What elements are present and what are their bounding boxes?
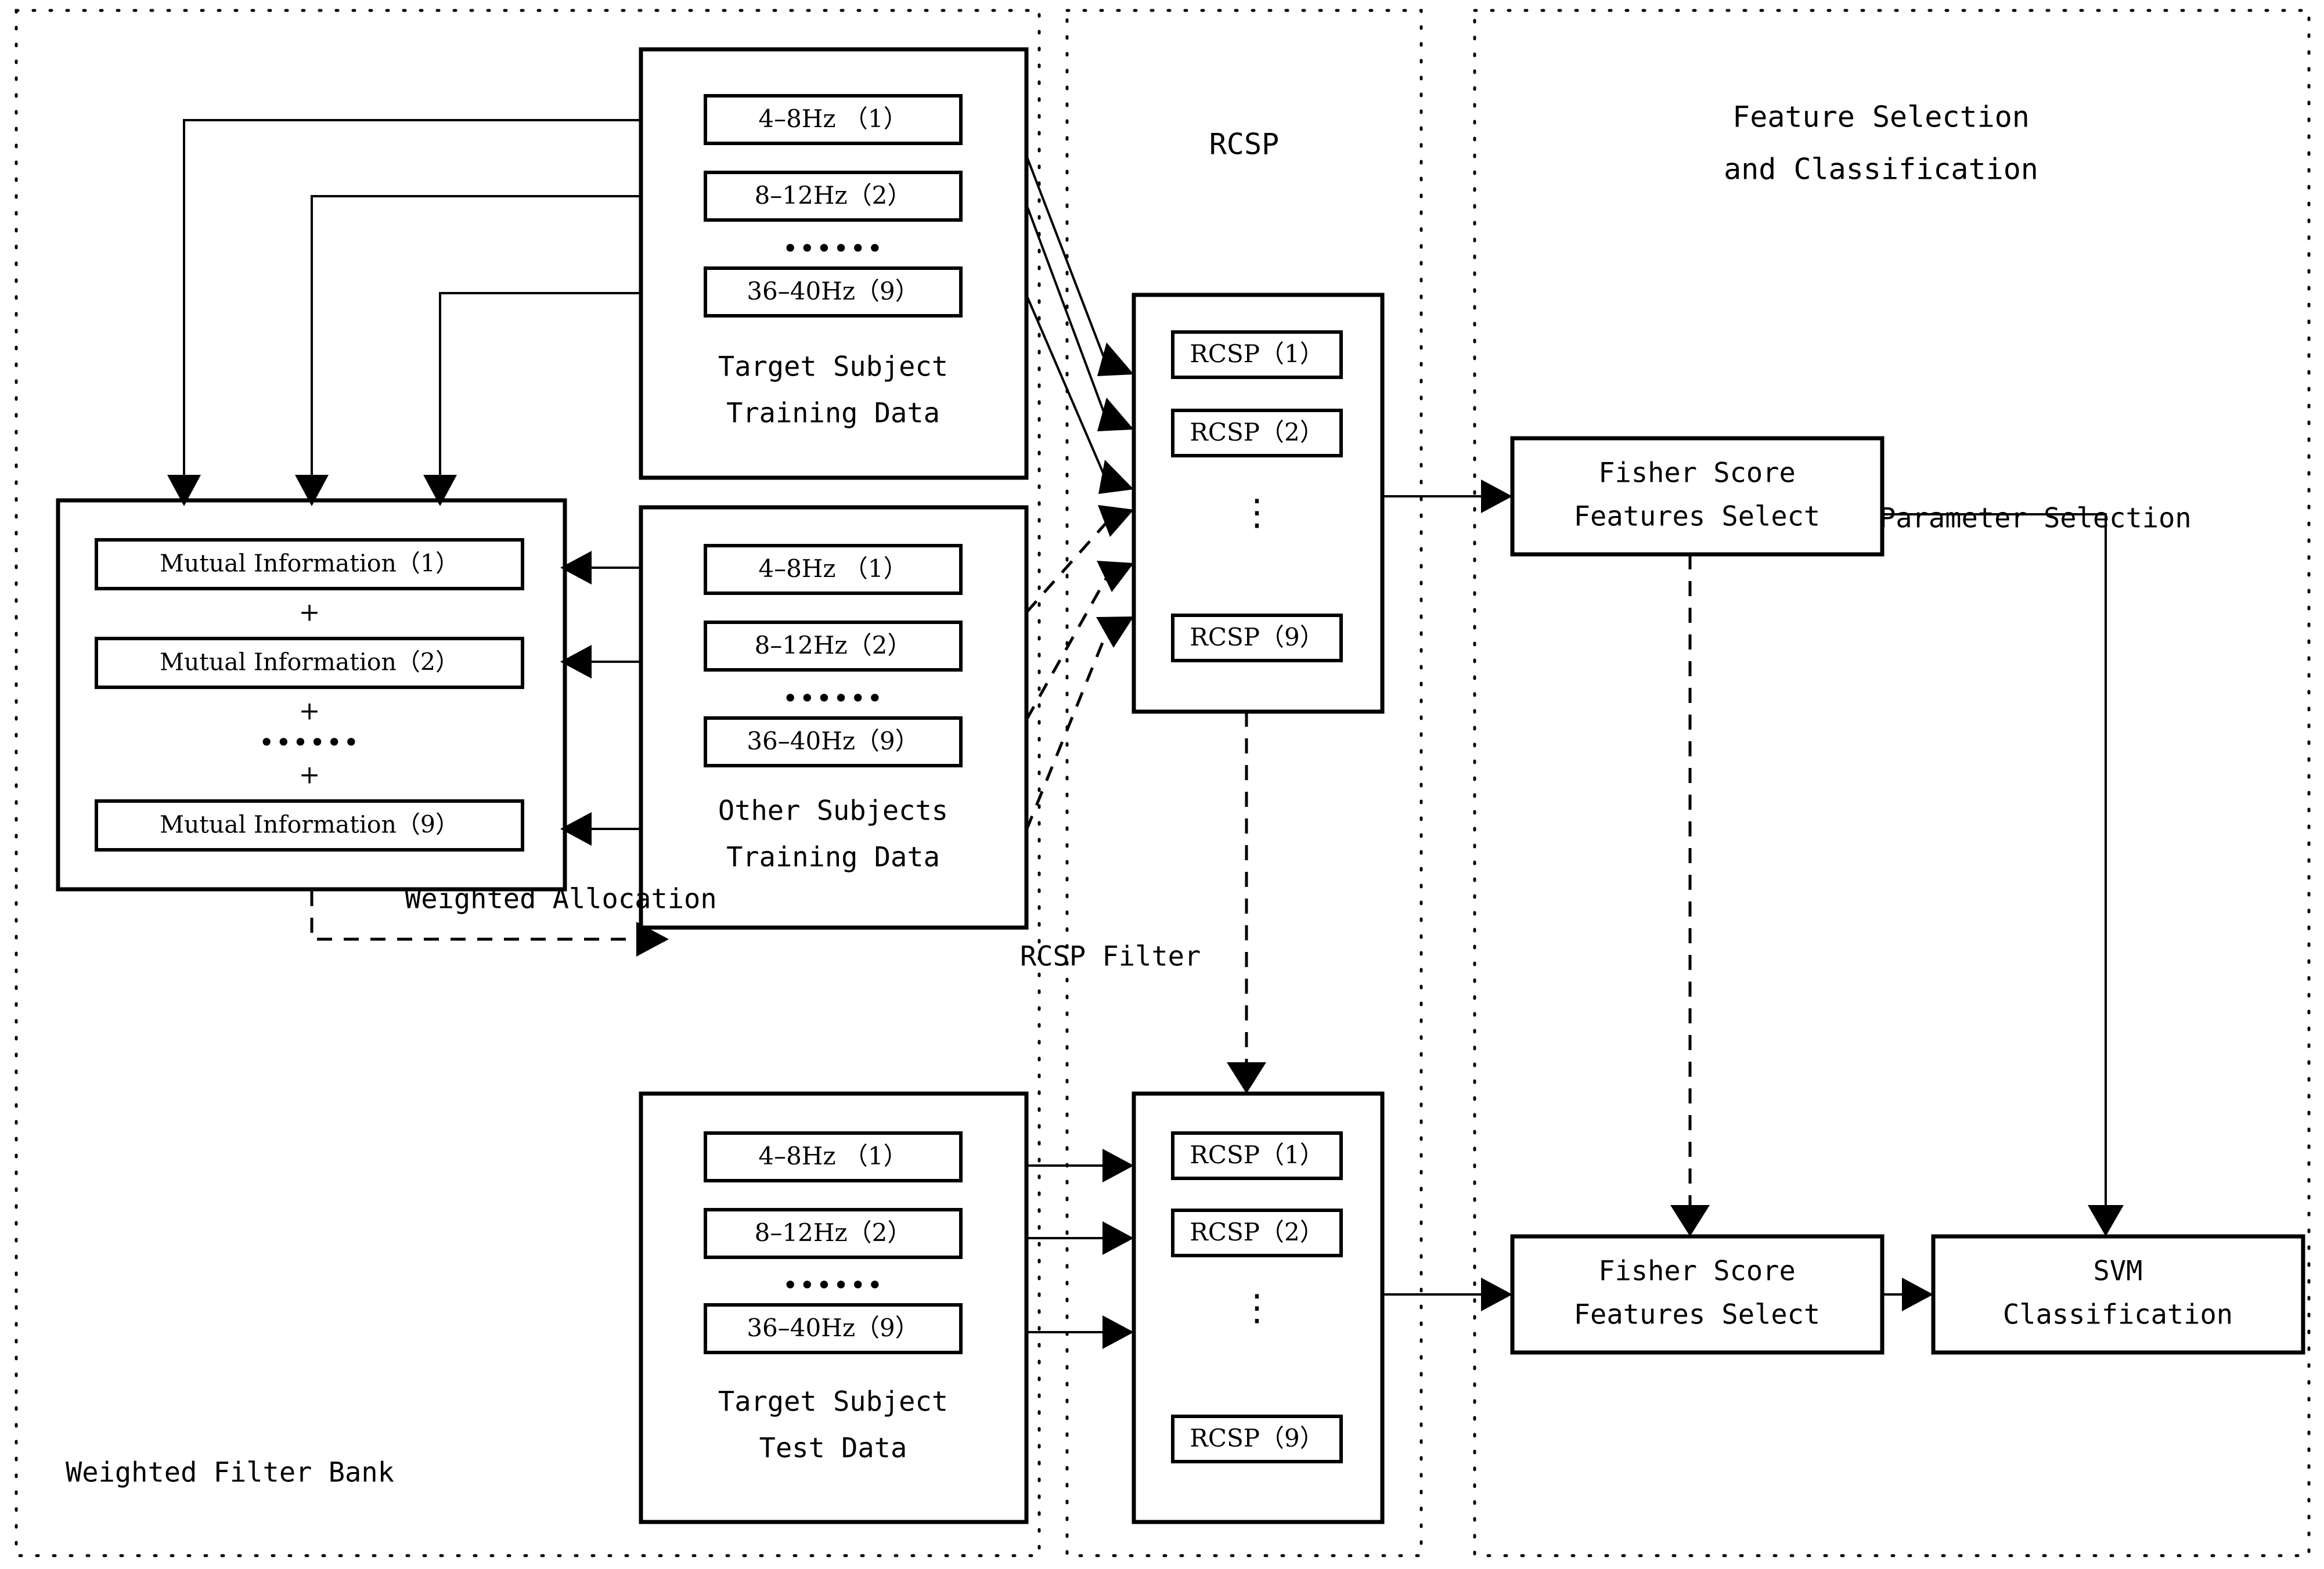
other-training-band-1-label: 4–8Hz （1） [758,554,907,583]
connector-other-training-to-rcsp-3 [1025,616,1134,831]
rcsp-train-9-box [1171,614,1343,662]
mutual-information-2-label: Mutual Information（2） [160,648,459,676]
target-test-band-3-box [704,1303,963,1354]
label-rcsp-filter: RCSP Filter [1020,941,1201,973]
other-training-band-3-label: 36–40Hz（9） [747,727,919,755]
connector-target-test-to-rcsp-test-2 [1026,1221,1134,1255]
target-test-ellipsis: •••••• [783,1269,884,1301]
rcsp-test-vertical-ellipsis: ⋮ [1239,1286,1275,1329]
connector-target-training-to-rcsp-3 [1025,294,1134,494]
target-test-caption-line2: Test Data [759,1433,907,1465]
connector-target-training-to-mutual-info-3 [423,292,641,506]
fisher-score-test-line2: Features Select [1574,1299,1820,1331]
connector-fisher-test-to-svm [1882,1278,1933,1311]
mutual-information-plus-2: + [299,697,320,726]
target-training-band-3-box [704,266,963,318]
rcsp-train-1-label: RCSP（1） [1190,340,1324,368]
rcsp-test-1-label: RCSP（1） [1190,1141,1324,1169]
label-parameter-selection: Parameter Selection [1879,503,2192,535]
target-training-caption-line1: Target Subject [718,351,948,383]
section-title-rcsp: RCSP [1209,128,1279,161]
connector-other-training-to-mutual-info-3 [560,812,641,846]
other-training-band-2-label: 8–12Hz（2） [755,631,912,659]
other-training-band-2-box [704,621,963,672]
target-test-band-2-label: 8–12Hz（2） [755,1218,912,1247]
target-test-band-2-box [704,1208,963,1259]
other-training-caption-line2: Training Data [726,842,940,874]
panel-rcsp [1065,9,1423,1557]
section-title-feature-selection-line2: and Classification [1724,153,2038,186]
section-title-weighted-filter-bank: Weighted Filter Bank [66,1457,394,1489]
mutual-information-1-label: Mutual Information（1） [160,550,459,578]
panel-feature-selection [1473,9,2311,1557]
connector-fisher-train-to-fisher-test [1670,554,1710,1236]
mutual-information-9-box [95,799,524,852]
fisher-score-test-line1: Fisher Score [1598,1256,1796,1287]
mutual-information-2-box [95,637,524,689]
target-training-band-3-label: 36–40Hz（9） [747,277,919,305]
other-training-caption-line1: Other Subjects [718,795,948,827]
connector-other-training-to-mutual-info-1 [560,551,641,585]
other-training-ellipsis: •••••• [783,683,884,714]
mutual-information-ellipsis: •••••• [259,727,361,758]
target-training-band-1-label: 4–8Hz （1） [758,104,907,133]
connector-target-test-to-rcsp-test-1 [1026,1149,1134,1182]
target-test-band-3-label: 36–40Hz（9） [747,1314,919,1342]
mutual-information-plus-1: + [299,598,320,627]
connector-rcsp-test-to-fisher-test [1382,1278,1512,1311]
rcsp-test-2-label: RCSP（2） [1190,1218,1324,1246]
target-training-band-2-box [704,171,963,222]
connector-target-test-to-rcsp-test-3 [1026,1315,1134,1349]
connector-other-training-to-rcsp-2 [1025,561,1134,721]
label-weighted-allocation: Weighted Allocation [405,883,717,915]
connector-rcsp-train-to-fisher-train [1382,479,1512,513]
rcsp-train-1-box [1171,330,1343,379]
fisher-score-train-box [1510,436,1885,557]
target-test-caption-line1: Target Subject [718,1386,948,1418]
rcsp-train-vertical-ellipsis: ⋮ [1239,491,1275,533]
rcsp-test-1-box [1171,1131,1343,1180]
panel-weighted-filter-bank [15,9,1041,1557]
fisher-score-test-box [1510,1234,1885,1355]
target-test-band-1-label: 4–8Hz （1） [758,1142,907,1170]
connector-parameter-selection [1882,513,2124,1236]
svm-classification-line1: SVM [2094,1256,2143,1287]
rcsp-test-2-box [1171,1209,1343,1257]
rcsp-train-9-label: RCSP（9） [1190,623,1324,651]
connector-other-training-to-mutual-info-2 [560,645,641,679]
mutual-information-plus-3: + [299,760,320,790]
rcsp-train-2-box [1171,409,1343,457]
other-training-band-1-box [704,544,963,595]
target-training-caption-line2: Training Data [726,398,940,430]
rcsp-train-2-label: RCSP（2） [1190,418,1324,446]
mutual-information-9-label: Mutual Information（9） [160,811,459,839]
connector-target-training-to-mutual-info-1 [167,119,641,506]
svm-classification-line2: Classification [2003,1299,2233,1331]
target-training-band-1-box [704,94,963,145]
svm-classification-box [1931,1234,2305,1355]
rcsp-test-9-box [1171,1415,1343,1463]
section-title-feature-selection-line1: Feature Selection [1732,100,2030,134]
connector-target-training-to-mutual-info-2 [295,195,641,506]
target-training-band-2-label: 8–12Hz（2） [755,181,912,210]
target-test-band-1-box [704,1131,963,1182]
target-training-ellipsis: •••••• [783,233,884,264]
connector-target-training-to-rcsp-1 [1025,155,1134,376]
other-training-band-3-box [704,716,963,767]
mutual-information-1-box [95,538,524,590]
fisher-score-train-line2: Features Select [1574,501,1820,533]
connector-rcsp-filter [1227,712,1266,1094]
rcsp-test-9-label: RCSP（9） [1190,1424,1324,1452]
connector-other-training-to-rcsp-1 [1025,505,1134,614]
fisher-score-train-line1: Fisher Score [1598,457,1796,489]
connector-weighted-allocation [310,891,669,957]
connector-target-training-to-rcsp-2 [1025,204,1134,431]
